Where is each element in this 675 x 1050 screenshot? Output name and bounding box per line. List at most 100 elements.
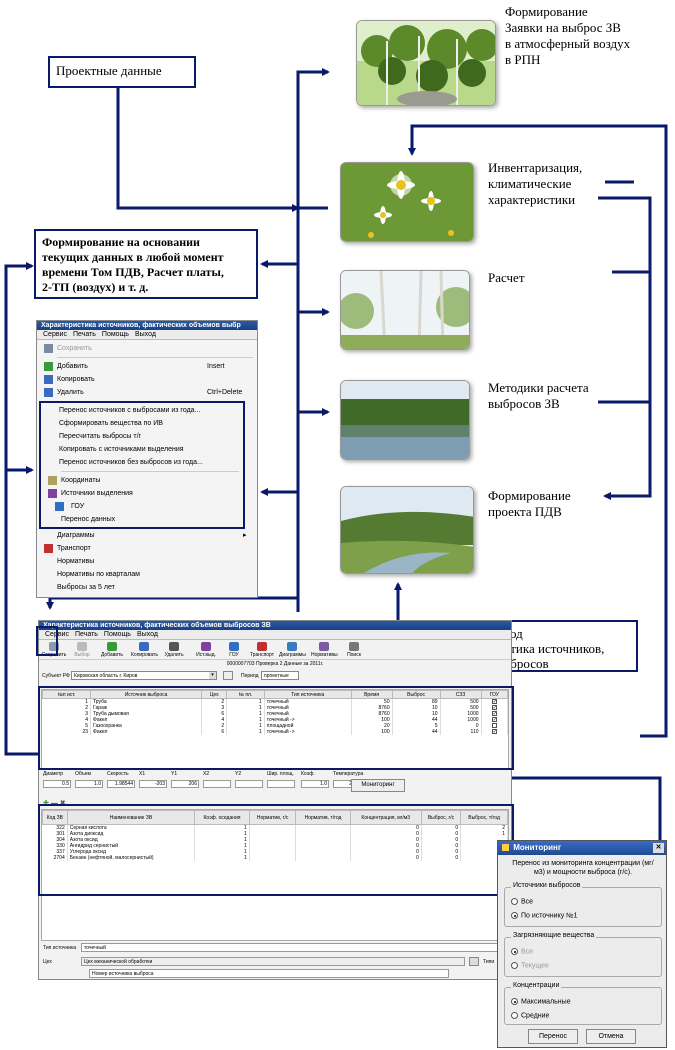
column-header[interactable]: Выброс, т/год xyxy=(460,810,508,825)
toolbar-norms-button[interactable]: Нормативы xyxy=(311,640,338,658)
workshop-row: Цех Цех механической обработки Типи xyxy=(41,957,509,967)
checkbox[interactable]: ✓ xyxy=(491,705,497,712)
column-header[interactable]: Код ЗВ xyxy=(42,810,68,825)
radio-sources-one[interactable]: По источнику №1 xyxy=(511,912,578,919)
param-field[interactable]: 1.98544 xyxy=(107,780,135,788)
menu-item-form-substances[interactable]: Сформировать вещества по ИВ xyxy=(59,420,163,427)
radio-conc-avg[interactable]: Средние xyxy=(511,1012,549,1019)
column-header[interactable]: Норматив, г/с xyxy=(248,810,297,825)
menu-item-emissions-5y[interactable]: Выбросы за 5 лет xyxy=(57,584,115,591)
remove-icon[interactable]: ▬ xyxy=(50,800,58,807)
toolbar-copy-button[interactable]: Копировать xyxy=(131,640,158,658)
toolbar-sources-button[interactable]: Ист.выд. xyxy=(193,640,219,658)
menu-item-data-transfer[interactable]: Перенос данных xyxy=(61,516,116,523)
menu-item-diagrams[interactable]: Диаграммы▸ xyxy=(37,529,257,542)
menu-service[interactable]: Сервис xyxy=(43,331,67,338)
menu-print[interactable]: Печать xyxy=(74,631,98,638)
table-cell: Факел xyxy=(90,717,203,723)
menu-item-transfer-without-emissions[interactable]: Перенос источников без выбросов из года.… xyxy=(59,459,203,466)
param-field[interactable]: 0.5 xyxy=(43,780,71,788)
menu-help[interactable]: Помощь xyxy=(101,331,129,338)
menu-item-copy[interactable]: Копировать xyxy=(37,373,257,386)
menu-item-gou[interactable]: ГОУ xyxy=(41,500,243,513)
delete-icon[interactable]: ✖ xyxy=(59,800,66,807)
param-field[interactable] xyxy=(267,780,295,788)
column-header[interactable]: Наименование ЗВ xyxy=(66,810,196,825)
menu-item-emission-sources[interactable]: Источники выделения xyxy=(41,487,243,500)
menu-item-norms[interactable]: Нормативы xyxy=(57,558,95,565)
menu-item-save[interactable]: Сохранить xyxy=(37,342,257,355)
param-field[interactable] xyxy=(203,780,231,788)
menu-print[interactable]: Печать xyxy=(72,331,96,338)
table-cell: 1 xyxy=(226,729,265,735)
workshop-field[interactable]: Цех механической обработки xyxy=(81,957,465,966)
toolbar-select-button[interactable]: Выбор xyxy=(69,640,95,658)
param-field[interactable]: 206 xyxy=(171,780,199,788)
column-header[interactable]: Коэф. оседания xyxy=(194,810,250,825)
checkbox[interactable]: ✓ xyxy=(491,711,497,718)
monitoring-button[interactable]: Мониторинг xyxy=(351,779,405,792)
menu-item-coordinates[interactable]: Координаты xyxy=(41,474,243,487)
source-type-field[interactable]: точечный xyxy=(81,943,505,952)
checkbox[interactable]: ✓ xyxy=(491,717,497,724)
column-header[interactable]: Концентрация, мг/м3 xyxy=(349,810,422,825)
cancel-button[interactable]: Отмена xyxy=(586,1029,636,1044)
menu-item-recalc-emissions[interactable]: Пересчитать выбросы т/г xyxy=(59,433,142,440)
refresh-icon[interactable] xyxy=(223,671,233,680)
toolbar-diagrams-button[interactable]: Диаграммы xyxy=(279,640,306,658)
column-header[interactable]: Цех xyxy=(201,690,228,699)
menu-help[interactable]: Помощь xyxy=(103,631,131,638)
param-field[interactable]: 1.0 xyxy=(301,780,329,788)
checkbox[interactable] xyxy=(491,723,497,729)
chevron-down-icon[interactable]: ▾ xyxy=(209,672,216,679)
workshop-lookup-icon[interactable] xyxy=(469,957,479,966)
menu-item-transfer-with-emissions[interactable]: Перенос источников с выбросами из года..… xyxy=(59,407,201,414)
radio-sources-all[interactable]: Все xyxy=(511,898,533,905)
toolbar-transport-button[interactable]: Транспорт xyxy=(249,640,275,658)
checkbox[interactable]: ✓ xyxy=(491,699,497,706)
radio-conc-max[interactable]: Максимальные xyxy=(511,998,571,1005)
close-icon[interactable]: ✕ xyxy=(653,843,664,853)
type-label: Типи xyxy=(483,959,495,965)
transfer-button[interactable]: Перенос xyxy=(528,1029,578,1044)
radio-pollutants-all[interactable]: Все xyxy=(511,948,533,955)
column-header[interactable]: Выброс, г/с xyxy=(420,810,462,825)
column-header[interactable]: Время xyxy=(350,690,393,699)
table-cell: Труба дымовая xyxy=(90,711,203,717)
param-field[interactable]: 1.0 xyxy=(75,780,103,788)
param-field[interactable] xyxy=(235,780,263,788)
toolbar-search-button[interactable]: Поиск xyxy=(341,640,367,658)
toolbar-gou-button[interactable]: ГОУ xyxy=(221,640,247,658)
column-header[interactable]: ГОУ xyxy=(480,690,509,699)
menu-item-norms-quarterly[interactable]: Нормативы по кварталам xyxy=(57,571,140,578)
table-cell: ✓ xyxy=(481,705,509,712)
subject-select[interactable]: Кировская область г. Киров xyxy=(71,671,217,680)
add-icon[interactable]: ✚ xyxy=(43,800,49,807)
checkbox[interactable]: ✓ xyxy=(491,729,497,736)
menu-item-copy-with-sources[interactable]: Копировать с источниками выделения xyxy=(59,446,184,453)
menu-item-transport[interactable]: Транспорт xyxy=(37,542,257,555)
toolbar-add-button[interactable]: Добавить xyxy=(99,640,125,658)
toolbar-delete-button[interactable]: Удалить xyxy=(161,640,187,658)
param-field[interactable]: -203 xyxy=(139,780,167,788)
radio-pollutants-current[interactable]: Текущее xyxy=(511,962,549,969)
source-number-field[interactable]: Номер источника выброса xyxy=(89,969,449,978)
menu-exit[interactable]: Выход xyxy=(136,631,158,638)
column-header[interactable]: Норматив, т/год xyxy=(295,810,351,825)
menu-exit[interactable]: Выход xyxy=(134,331,156,338)
period-select[interactable]: проектные xyxy=(261,671,299,680)
